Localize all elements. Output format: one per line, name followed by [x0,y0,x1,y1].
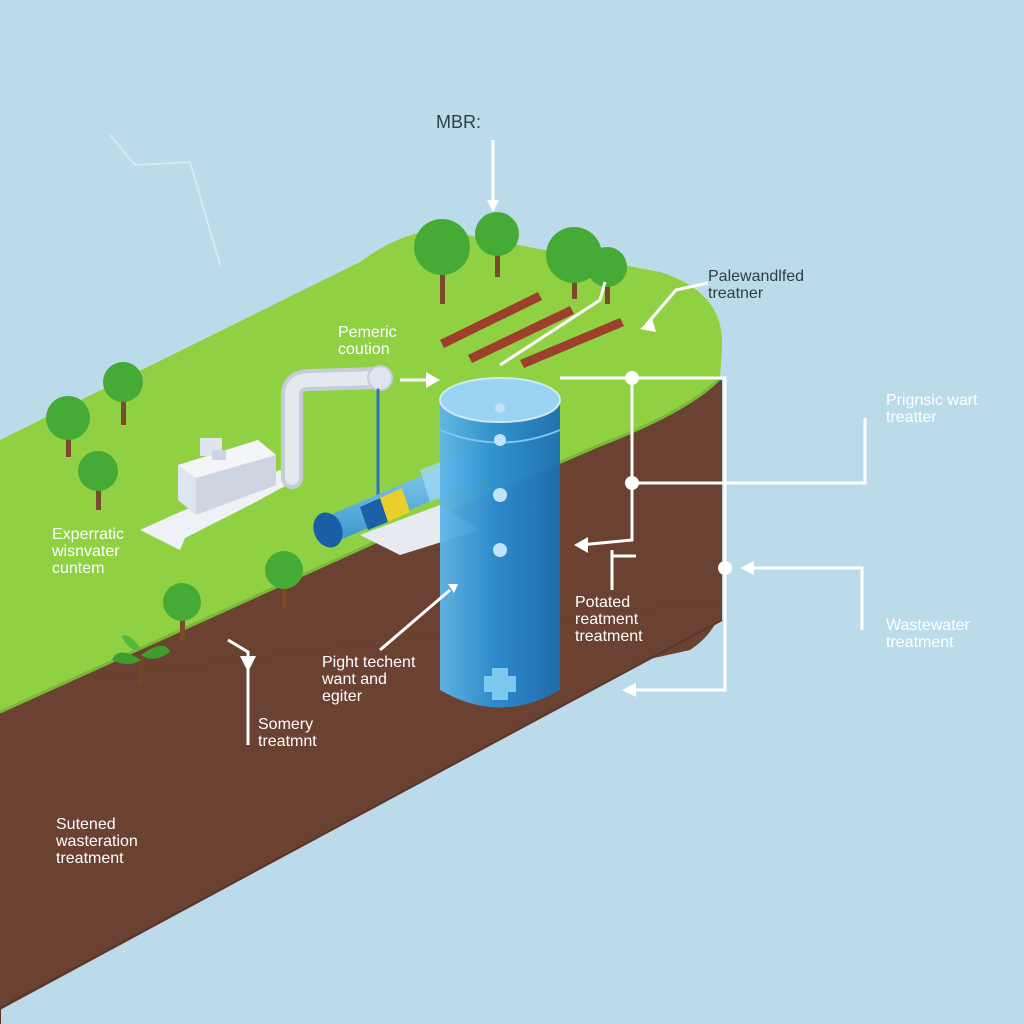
soil-block-lower [0,600,722,1010]
tank-icon [439,377,561,708]
tree-icon [587,247,627,304]
tree-icon [78,451,118,510]
sky-line [109,134,221,266]
connector-lines [227,140,867,745]
building-icon [140,438,300,550]
plant-icon [112,635,170,685]
label-palewandlfed: Palewandlfed treatner [708,268,805,302]
label-prignsic: Prignsic wart treatter [886,392,978,426]
arrow-icon [240,200,754,697]
label-pemeric: Pemeric coution [338,324,397,358]
pipe-icon [281,365,393,507]
label-wastewater: Wastewater treatment [886,617,970,651]
tree-icon [163,583,201,640]
tree-icon [46,396,90,457]
treatment-beds [440,292,624,368]
tree-icon [475,212,519,277]
tree-icon [265,551,303,608]
label-somery: Somery treatmnt [258,716,317,750]
label-experratic: Experratic wisnvater cuntem [52,526,125,577]
connector-nodes [625,371,732,575]
tree-icon [414,219,470,304]
label-pight: Pight techent want and egiter [322,654,416,705]
label-sutened: Sutened wasteration treatment [56,816,138,867]
label-potated: Potated reatment treatment [575,594,643,645]
tree-icon [103,362,143,425]
diagram-title: MBR: [436,112,481,132]
